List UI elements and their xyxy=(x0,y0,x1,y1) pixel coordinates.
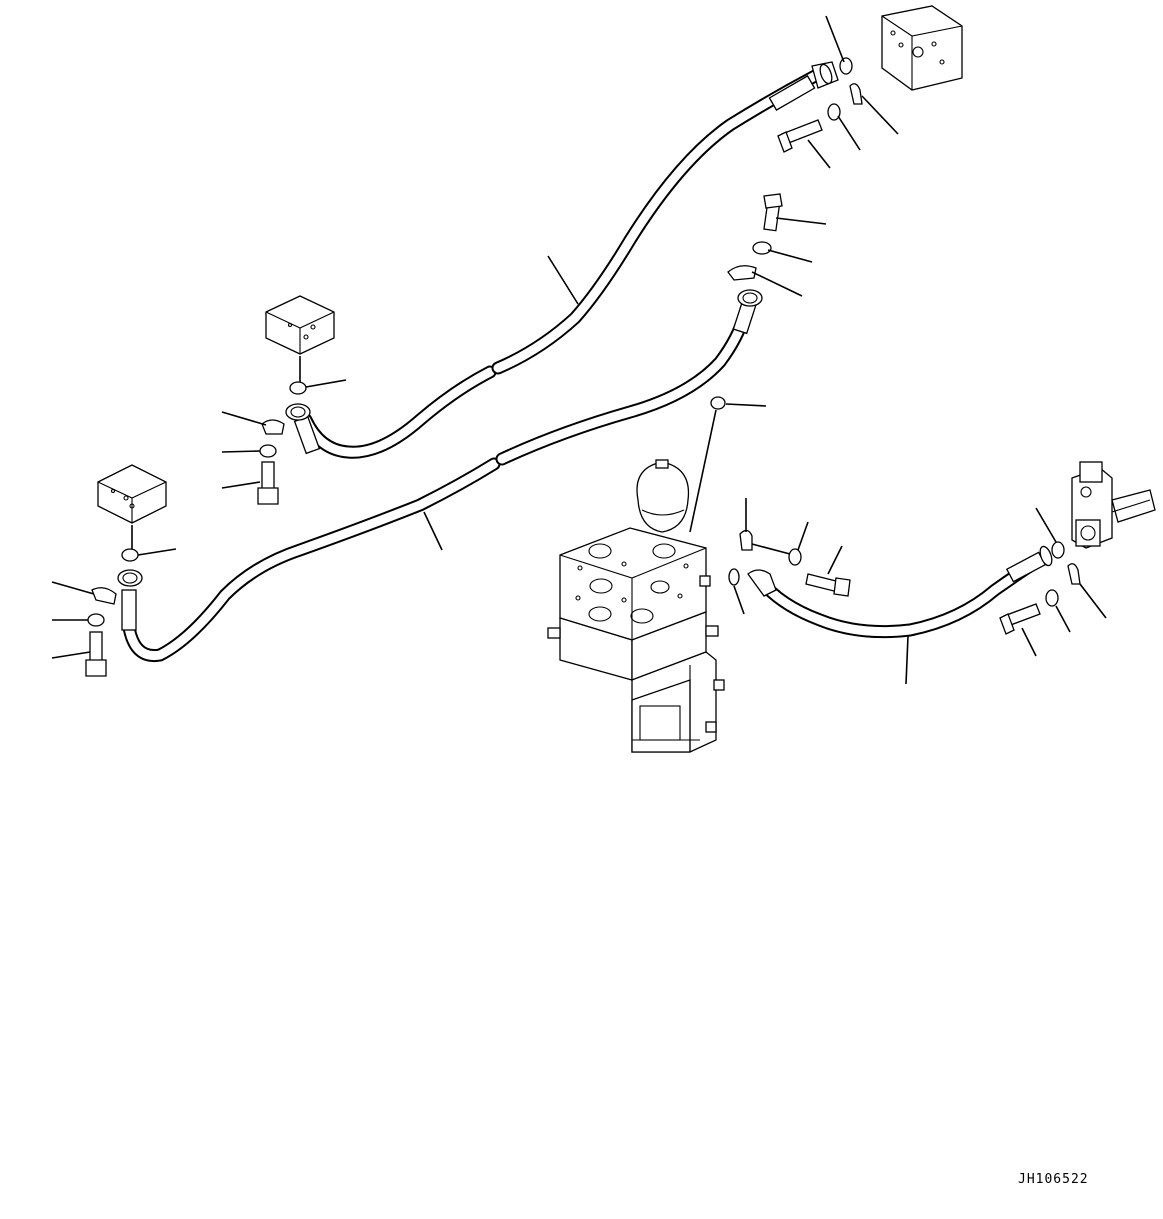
valve-block-top-right xyxy=(881,5,963,91)
pump-assembly-right xyxy=(1071,461,1156,549)
drawing-code: JH106522 xyxy=(1018,1172,1089,1187)
hose-right xyxy=(747,545,1053,639)
leader-lines xyxy=(51,15,1107,685)
hose-upper xyxy=(285,61,839,459)
valve-block-far-left xyxy=(97,464,167,524)
valve-block-mid-left xyxy=(265,295,335,355)
hose-lower xyxy=(117,289,763,663)
fasteners xyxy=(85,57,1081,677)
main-control-valve xyxy=(547,459,725,753)
